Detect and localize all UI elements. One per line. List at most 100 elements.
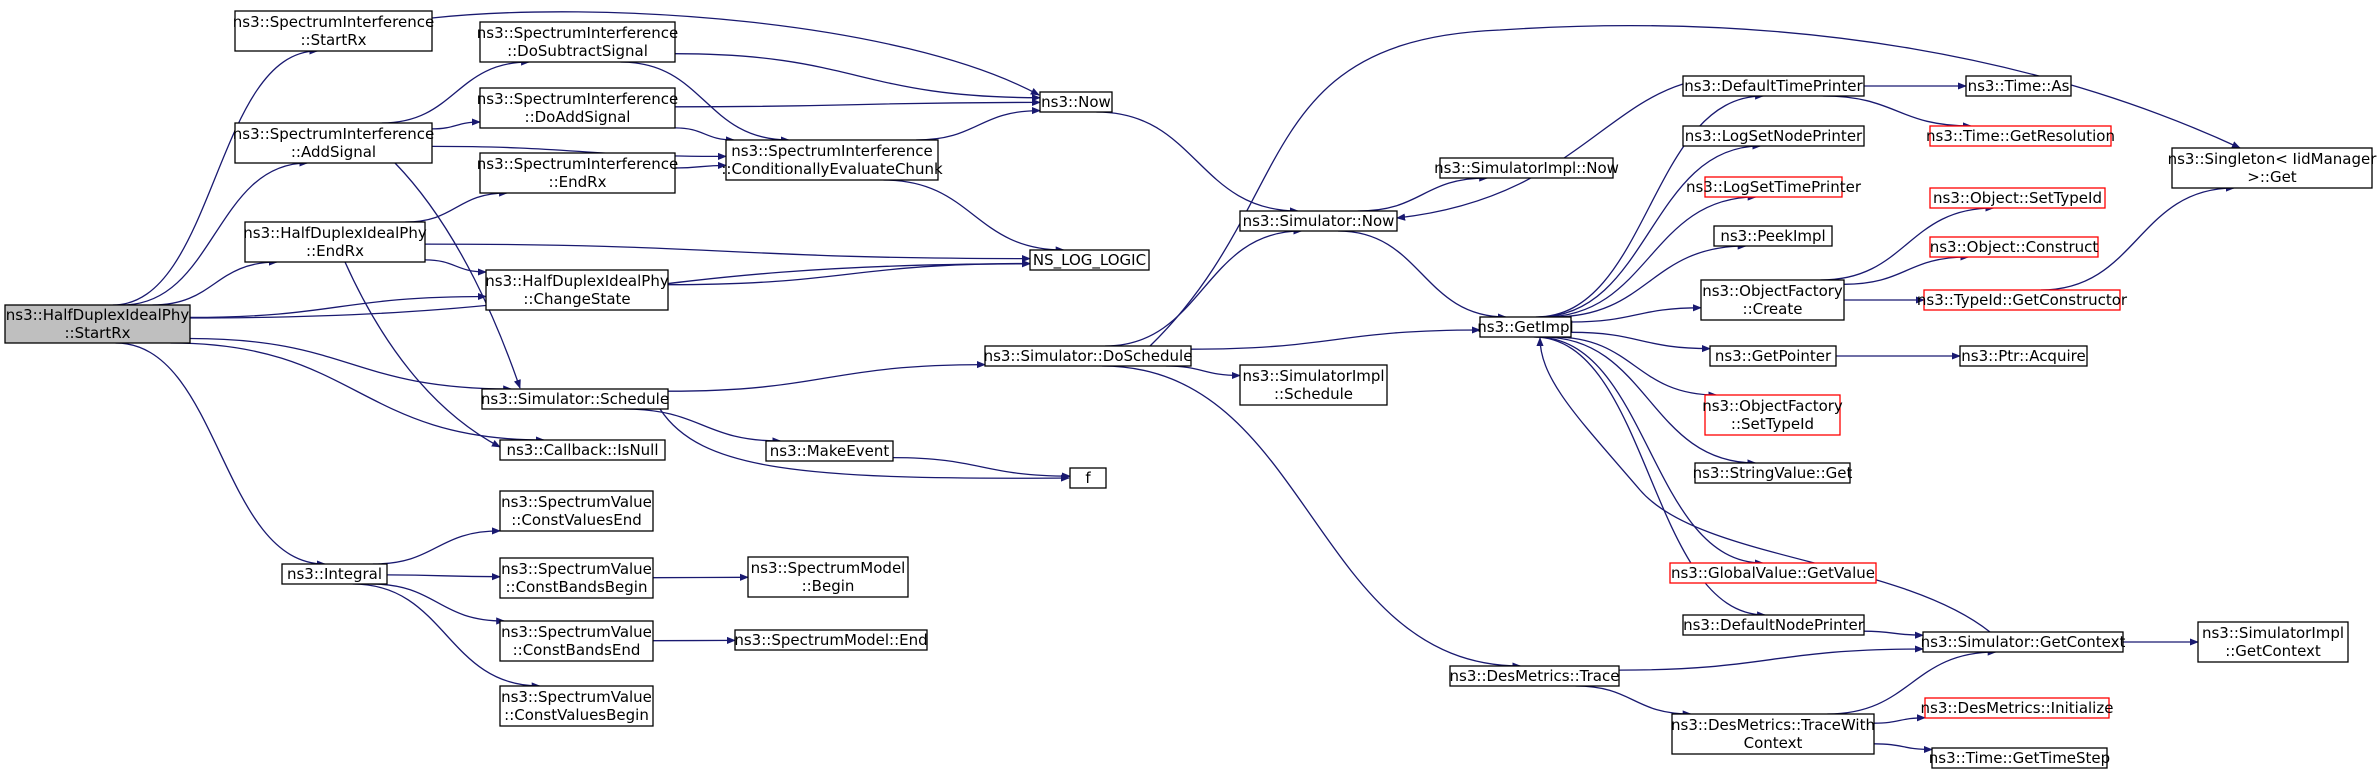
node-label-line: ns3::LogSetNodePrinter (1685, 127, 1863, 145)
edge-make_event-to-f (892, 456, 1071, 480)
edge-getimpl-to-log_set_node_printer (1538, 142, 1762, 318)
node-label-line: ns3::Time::GetTimeStep (1929, 749, 2110, 767)
node-time-getresolution[interactable]: ns3::Time::GetResolution (1926, 125, 2115, 147)
node-label-line: ::Schedule (1274, 385, 1353, 403)
node-label-line: ::GetContext (2225, 642, 2321, 660)
edge-getimpl-to-stringvalue_get (1542, 336, 1757, 467)
node-box (1039, 91, 1113, 113)
node-desmetrics-trace[interactable]: ns3::DesMetrics::Trace (1449, 665, 1620, 687)
edge-default_node_printer-to-sim_getcontext (1863, 630, 1924, 639)
node-sv-cvend[interactable]: ns3::SpectrumValue::ConstValuesEnd (499, 490, 654, 532)
node-getimpl[interactable]: ns3::GetImpl (1477, 316, 1574, 338)
node-box (1704, 394, 1841, 436)
edge-sim_now-to-getimpl (1337, 230, 1507, 321)
node-hd-changestate[interactable]: ns3::HalfDuplexIdealPhy::ChangeState (485, 269, 669, 311)
edge-hd_endrx-to-cb_isnull (344, 261, 501, 448)
node-time-gettimestep[interactable]: ns3::Time::GetTimeStep (1929, 747, 2110, 769)
edge-typeid_getconstructor-to-singleton_get (2040, 184, 2235, 291)
node-box (1682, 75, 1865, 97)
node-label-line: ns3::DesMetrics::TraceWith (1671, 716, 1875, 734)
node-sim-schedule[interactable]: ns3::Simulator::Schedule (481, 388, 669, 410)
node-si-addsignal[interactable]: ns3::SpectrumInterference::AddSignal (233, 122, 434, 164)
node-of-settypeid[interactable]: ns3::ObjectFactory::SetTypeId (1702, 394, 1843, 436)
node-label-line: ::SetTypeId (1731, 415, 1814, 433)
node-peek-impl[interactable]: ns3::PeekImpl (1713, 225, 1833, 247)
node-box (1669, 562, 1877, 584)
node-time-as[interactable]: ns3::Time::As (1965, 75, 2072, 97)
edge-dm_tracewithcontext-to-time_gettimestep (1873, 743, 1933, 754)
node-make-event[interactable]: ns3::MakeEvent (765, 440, 894, 462)
node-cb-isnull[interactable]: ns3::Callback::IsNull (499, 439, 666, 461)
node-box (1671, 713, 1875, 755)
node-object-construct[interactable]: ns3::Object::Construct (1929, 236, 2099, 258)
node-si-endrx[interactable]: ns3::SpectrumInterference::EndRx (477, 152, 678, 194)
node-simimpl-schedule[interactable]: ns3::SimulatorImpl::Schedule (1239, 364, 1388, 406)
node-si-cec[interactable]: ns3::SpectrumInterference::Conditionally… (721, 139, 943, 181)
node-label-line: ns3::SpectrumInterference (233, 125, 434, 143)
node-typeid-getconstructor[interactable]: ns3::TypeId::GetConstructor (1917, 289, 2128, 311)
node-object-settypeid[interactable]: ns3::Object::SetTypeId (1929, 187, 2106, 209)
node-simimpl-now[interactable]: ns3::SimulatorImpl::Now (1434, 157, 1619, 179)
node-sm-begin[interactable]: ns3::SpectrumModel::Begin (747, 556, 909, 598)
node-box (479, 21, 676, 63)
node-box (725, 139, 939, 181)
node-sm-end[interactable]: ns3::SpectrumModel::End (734, 629, 928, 651)
edge-sim_schedule-to-make_event (623, 408, 782, 445)
node-label-line: ns3::DesMetrics::Initialize (1921, 699, 2114, 717)
node-si-startrx[interactable]: ns3::SpectrumInterference::StartRx (233, 10, 434, 52)
node-label-line: ns3::TypeId::GetConstructor (1917, 291, 2128, 309)
node-ptr-acquire[interactable]: ns3::Ptr::Acquire (1959, 345, 2088, 367)
node-integral[interactable]: ns3::Integral (281, 563, 388, 585)
node-box (1924, 697, 2110, 719)
node-sv-cvbegin[interactable]: ns3::SpectrumValue::ConstValuesBegin (499, 685, 654, 727)
node-sim-now[interactable]: ns3::Simulator::Now (1239, 210, 1398, 232)
edge-now-to-sim_now (1096, 111, 1299, 215)
node-box (1479, 316, 1572, 338)
node-si-dosubtract[interactable]: ns3::SpectrumInterference::DoSubtractSig… (477, 21, 678, 63)
node-log-set-node-printer[interactable]: ns3::LogSetNodePrinter (1682, 125, 1865, 147)
node-dm-initialize[interactable]: ns3::DesMetrics::Initialize (1921, 697, 2114, 719)
node-sv-cbbegin[interactable]: ns3::SpectrumValue::ConstBandsBegin (499, 557, 654, 599)
edge-sim_doschedule-to-desmetrics_trace (1101, 365, 1522, 670)
node-of-create[interactable]: ns3::ObjectFactory::Create (1700, 279, 1845, 321)
node-label-line: ns3::Integral (287, 565, 382, 583)
node-ns-log[interactable]: NS_LOG_LOGIC (1029, 249, 1150, 271)
node-label-line: ns3::ObjectFactory (1702, 282, 1843, 300)
node-box (499, 685, 654, 727)
edge-of_create-to-object_settypeid (1820, 204, 1995, 281)
node-f[interactable]: f (1069, 467, 1107, 489)
node-box (234, 10, 433, 52)
edge-sim_now-to-simimpl_now (1357, 174, 1489, 212)
node-hd-endrx[interactable]: ns3::HalfDuplexIdealPhy::EndRx (243, 221, 427, 263)
node-singleton-get[interactable]: ns3::Singleton< IidManager>::Get (2168, 147, 2378, 189)
edge-default_time_printer-to-time_getresolution (1822, 95, 1972, 130)
node-startrx-root[interactable]: ns3::HalfDuplexIdealPhy::StartRx (4, 304, 191, 344)
node-box (499, 490, 654, 532)
node-label-line: ::DoAddSignal (525, 108, 631, 126)
node-si-doadd[interactable]: ns3::SpectrumInterference::DoAddSignal (477, 87, 678, 129)
node-globalvalue-getvalue[interactable]: ns3::GlobalValue::GetValue (1669, 562, 1877, 584)
node-box (747, 556, 909, 598)
edge-hd_endrx-to-si_endrx (405, 189, 509, 223)
node-get-pointer[interactable]: ns3::GetPointer (1709, 345, 1837, 367)
node-box (1959, 345, 2088, 367)
node-sim-getcontext[interactable]: ns3::Simulator::GetContext (1921, 631, 2126, 653)
node-sv-cbend[interactable]: ns3::SpectrumValue::ConstBandsEnd (499, 620, 654, 662)
node-label-line: ::Begin (802, 577, 855, 595)
node-box (4, 304, 191, 344)
edge-si_addsignal-to-sim_schedule (394, 162, 521, 389)
edge-getimpl-to-of_settypeid (1553, 336, 1718, 399)
node-simimpl-getcontext[interactable]: ns3::SimulatorImpl::GetContext (2197, 621, 2349, 663)
node-sim-doschedule[interactable]: ns3::Simulator::DoSchedule (984, 345, 1193, 367)
node-now[interactable]: ns3::Now (1039, 91, 1113, 113)
node-label-line: ::EndRx (549, 173, 607, 191)
edge-getimpl-to-globalvalue_getvalue (1535, 336, 1764, 567)
node-default-time-printer[interactable]: ns3::DefaultTimePrinter (1682, 75, 1865, 97)
node-stringvalue-get[interactable]: ns3::StringValue::Get (1693, 462, 1853, 484)
node-log-set-time-printer[interactable]: ns3::LogSetTimePrinter (1686, 176, 1862, 198)
node-box (1965, 75, 2072, 97)
edge-sim_doschedule-to-getimpl (1190, 326, 1481, 350)
node-label-line: ::DoSubtractSignal (507, 42, 648, 60)
node-default-node-printer[interactable]: ns3::DefaultNodePrinter (1682, 614, 1865, 636)
